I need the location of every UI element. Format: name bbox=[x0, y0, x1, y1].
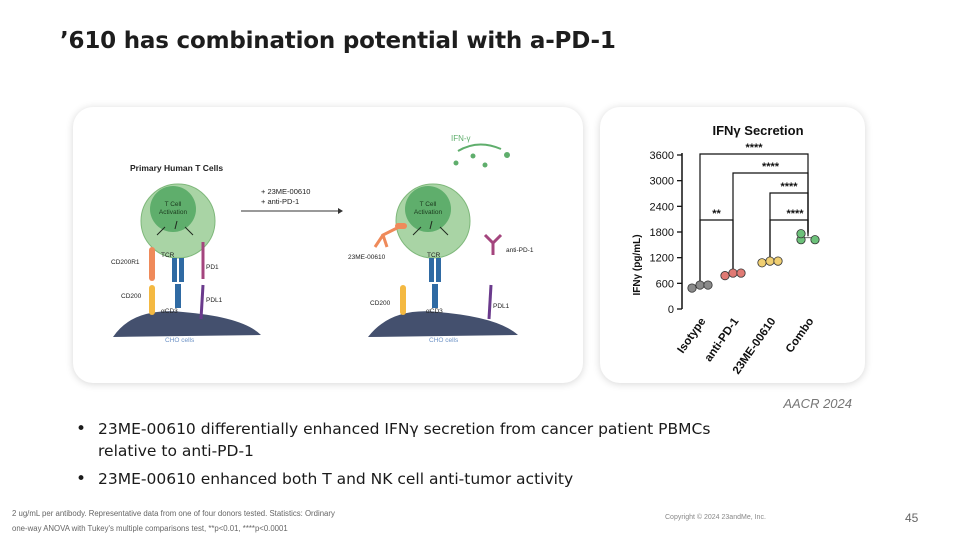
activation-arrows-left bbox=[156, 220, 194, 236]
y-tick-label: 2400 bbox=[650, 201, 674, 213]
ifng-dot bbox=[482, 162, 488, 168]
pd1-label: PD1 bbox=[206, 264, 219, 271]
diagram-panel: Primary Human T Cells T Cell Activation … bbox=[73, 107, 583, 383]
bullet-item: 23ME-00610 differentially enhanced IFNγ … bbox=[76, 418, 736, 462]
data-point bbox=[703, 280, 713, 290]
anti-pd1-antibody bbox=[483, 233, 503, 255]
page-number: 45 bbox=[905, 511, 919, 525]
footnote: 2 ug/mL per antibody. Representative dat… bbox=[12, 509, 335, 533]
significance-label: **** bbox=[780, 181, 798, 193]
x-tick-label: anti-PD-1 bbox=[703, 315, 742, 364]
ifng-label: IFN-γ bbox=[451, 134, 471, 143]
x-tick-label: Combo bbox=[784, 316, 817, 355]
bullet-item: 23ME-00610 enhanced both T and NK cell a… bbox=[76, 468, 736, 490]
ifng-dot bbox=[453, 160, 459, 166]
ifng-chart: IFNγ Secretion IFNγ (pg/mL) 0 600 1200 1800… bbox=[632, 123, 820, 377]
data-point bbox=[765, 256, 775, 266]
t-cell-label-left-1: T Cell bbox=[165, 201, 182, 208]
y-tick-label: 3000 bbox=[650, 176, 674, 188]
antibody-label: 23ME-00610 bbox=[348, 254, 386, 261]
significance-bracket bbox=[769, 192, 809, 260]
significance-label: **** bbox=[786, 208, 804, 220]
cho-label-right: CHO cells bbox=[429, 337, 459, 344]
tcr-left-a bbox=[172, 258, 177, 282]
bullet-list: 23ME-00610 differentially enhanced IFNγ … bbox=[76, 418, 736, 496]
acd3-label-right: αCD3 bbox=[426, 308, 443, 315]
t-cell-label-left-2: Activation bbox=[159, 209, 188, 216]
cho-label-left: CHO cells bbox=[165, 337, 195, 344]
treatment-label-1: + 23ME-00610 bbox=[261, 187, 310, 196]
data-point bbox=[720, 271, 730, 281]
ifng-dot bbox=[504, 152, 510, 158]
tcr-right-a bbox=[429, 258, 434, 282]
cd200-left bbox=[149, 285, 155, 315]
pdl1-label-left: PDL1 bbox=[206, 297, 223, 304]
cho-cell-right bbox=[368, 311, 518, 337]
tcr-right-b bbox=[436, 258, 441, 282]
tcr-label-right: TCR bbox=[427, 252, 441, 259]
data-point bbox=[773, 256, 783, 266]
y-tick-label: 1800 bbox=[650, 227, 674, 239]
copyright: Copyright © 2024 23andMe, Inc. bbox=[665, 514, 766, 521]
cd200-label-right: CD200 bbox=[370, 300, 391, 307]
t-cell-nucleus-left bbox=[150, 186, 196, 232]
y-tick-label: 600 bbox=[656, 278, 674, 290]
cd200-right bbox=[400, 285, 406, 315]
significance-label: ** bbox=[712, 208, 721, 220]
cd200r1-label: CD200R1 bbox=[111, 259, 140, 266]
cd200r1-receptor bbox=[149, 247, 155, 281]
acd3-right bbox=[432, 284, 438, 308]
pdl1-left bbox=[199, 284, 205, 320]
activation-arrows-right bbox=[412, 220, 449, 236]
cd200r1-bound bbox=[395, 223, 407, 229]
data-point bbox=[810, 235, 820, 245]
y-tick-label: 1200 bbox=[650, 253, 674, 265]
cho-cell-left bbox=[113, 311, 261, 337]
data-point bbox=[757, 258, 767, 268]
chart-panel: IFNγ Secretion IFNγ (pg/mL) 0 600 1200 1800… bbox=[600, 107, 865, 383]
ifng-dot bbox=[470, 153, 476, 159]
significance-label: **** bbox=[745, 142, 763, 154]
y-axis-label: IFNγ (pg/mL) bbox=[632, 234, 643, 295]
cd200-label-left: CD200 bbox=[121, 293, 142, 300]
antibody-610 bbox=[373, 225, 400, 248]
acd3-label-left: αCD3 bbox=[161, 308, 178, 315]
tcr-left-b bbox=[179, 258, 184, 282]
citation: AACR 2024 bbox=[783, 396, 852, 411]
t-cell-nucleus-right bbox=[405, 186, 451, 232]
chart-title: IFNγ Secretion bbox=[712, 123, 803, 138]
anti-pd1-label: anti-PD-1 bbox=[506, 247, 534, 254]
significance-label: **** bbox=[762, 161, 780, 173]
treatment-arrow-head bbox=[338, 208, 343, 214]
t-cell-label-right-1: T Cell bbox=[420, 201, 437, 208]
slide-title: ’610 has combination potential with a-PD… bbox=[60, 28, 616, 54]
acd3-left bbox=[175, 284, 181, 308]
data-point bbox=[728, 268, 738, 278]
ifng-arrow bbox=[457, 143, 502, 152]
pdl1-label-right: PDL1 bbox=[493, 303, 510, 310]
x-tick-label: Isotype bbox=[676, 316, 709, 356]
pdl1-right bbox=[487, 284, 493, 320]
treatment-label-2: + anti-PD-1 bbox=[261, 197, 299, 206]
data-point bbox=[796, 229, 806, 239]
diagram-section-title: Primary Human T Cells bbox=[130, 163, 223, 173]
y-tick-label: 0 bbox=[668, 304, 674, 316]
mechanism-diagram: Primary Human T Cells T Cell Activation … bbox=[111, 134, 534, 344]
data-point bbox=[695, 280, 705, 290]
tcr-label-left: TCR bbox=[161, 252, 175, 259]
data-point bbox=[687, 283, 697, 293]
data-point bbox=[736, 268, 746, 278]
significance-bracket bbox=[769, 219, 809, 260]
significance-bracket bbox=[699, 219, 734, 284]
y-tick-label: 3600 bbox=[650, 150, 674, 162]
t-cell-label-right-2: Activation bbox=[414, 209, 443, 216]
